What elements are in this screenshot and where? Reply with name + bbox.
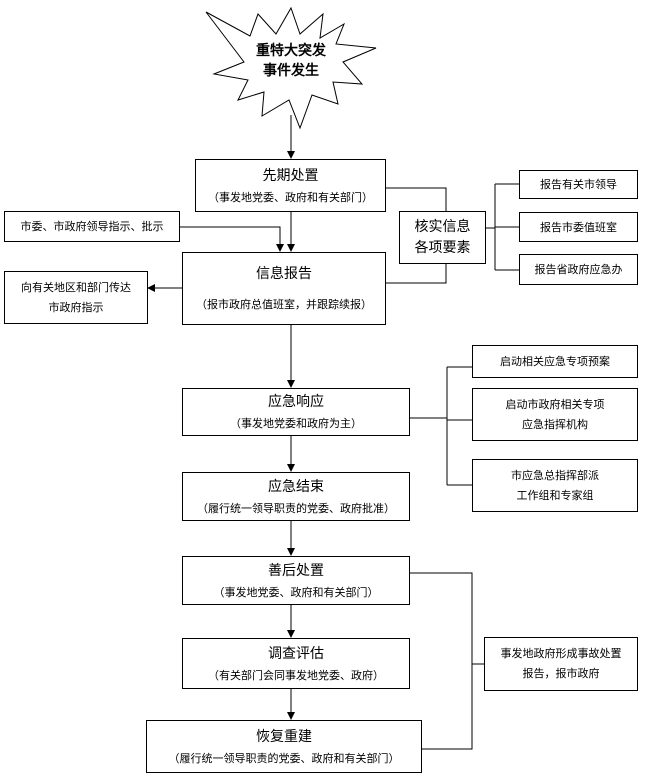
step-reconstruction: 恢复重建 （履行统一领导职责的党委、政府和有关部门）: [146, 720, 422, 773]
step-title: 先期处置: [262, 167, 319, 184]
action-line-1: 启动市政府相关专项: [505, 397, 605, 411]
step-information-report: 信息报告 （报市政府总值班室，并跟踪续报）: [182, 252, 386, 325]
step-subtitle: （事发地党委和政府为主）: [230, 417, 362, 430]
report-target-text: 报告省政府应急办: [534, 263, 623, 276]
verify-line-2: 各项要素: [414, 239, 471, 256]
step-title: 信息报告: [256, 266, 312, 282]
report-target-city-leaders: 报告有关市领导: [519, 170, 638, 199]
step-subtitle: （履行统一领导职责的党委、政府和有关部门）: [168, 751, 400, 765]
relay-line-1: 向有关地区和部门传达: [21, 280, 131, 294]
step-title: 应急响应: [268, 394, 324, 410]
verify-line-1: 核实信息: [414, 218, 471, 235]
verify-information-box: 核实信息 各项要素: [399, 211, 486, 264]
leader-instruction-text: 市委、市政府领导指示、批示: [20, 220, 164, 233]
step-aftermath: 善后处置 （事发地党委、政府和有关部门）: [182, 556, 410, 605]
accident-report-box: 事发地政府形成事故处置 报告，报市政府: [484, 637, 638, 691]
action-line-1: 启动相关应急专项预案: [500, 355, 610, 368]
arrow-leader-instruction: [180, 226, 284, 252]
report-target-duty-office: 报告市委值班室: [519, 212, 638, 242]
action-activate-command: 启动市政府相关专项 应急指挥机构: [472, 388, 638, 441]
explosion-burst-shape: [205, 6, 377, 130]
action-dispatch-team: 市应急总指挥部派 工作组和专家组: [472, 459, 638, 512]
step-subtitle: （有关部门会同事发地党委、政府）: [208, 668, 384, 682]
report-target-provincial-office: 报告省政府应急办: [519, 254, 638, 285]
step-subtitle: （报市政府总值班室，并跟踪续报）: [196, 298, 372, 311]
action-line-1: 市应急总指挥部派: [511, 468, 599, 482]
report-target-text: 报告市委值班室: [540, 220, 617, 234]
step-initial-response: 先期处置 （事发地党委、政府和有关部门）: [195, 159, 386, 212]
step-subtitle: （事发地党委、政府和有关部门）: [213, 585, 379, 599]
relay-line-2: 市政府指示: [48, 300, 104, 314]
step-title: 善后处置: [268, 562, 324, 579]
step-subtitle: （履行统一领导职责的党委、政府批准）: [197, 501, 395, 515]
step-title: 恢复重建: [256, 728, 312, 745]
step-title: 调查评估: [268, 645, 324, 662]
report-target-text: 报告有关市领导: [540, 178, 617, 191]
step-title: 应急结束: [268, 478, 324, 495]
accident-report-line-2: 报告，报市政府: [522, 667, 600, 680]
step-subtitle: （事发地党委、政府和有关部门）: [208, 190, 373, 204]
step-investigation: 调查评估 （有关部门会同事发地党委、政府）: [182, 638, 410, 689]
line-initial-to-verify: [386, 187, 447, 211]
step-emergency-response: 应急响应 （事发地党委和政府为主）: [182, 388, 410, 436]
leader-instruction-box: 市委、市政府领导指示、批示: [4, 211, 180, 242]
relay-instruction-box: 向有关地区和部门传达 市政府指示: [4, 271, 148, 324]
line-report-to-verify: [386, 264, 447, 284]
action-line-2: 工作组和专家组: [516, 488, 594, 502]
line-aftermath-bracket: [410, 572, 473, 750]
step-emergency-end: 应急结束 （履行统一领导职责的党委、政府批准）: [182, 472, 410, 521]
action-line-2: 应急指挥机构: [522, 417, 588, 431]
burst-line-1: 重特大突发: [256, 43, 326, 59]
action-activate-plan: 启动相关应急专项预案: [472, 345, 638, 378]
accident-report-line-1: 事发地政府形成事故处置: [500, 647, 622, 660]
incident-burst-label: 重特大突发 事件发生: [246, 41, 336, 81]
burst-line-2: 事件发生: [263, 63, 319, 79]
